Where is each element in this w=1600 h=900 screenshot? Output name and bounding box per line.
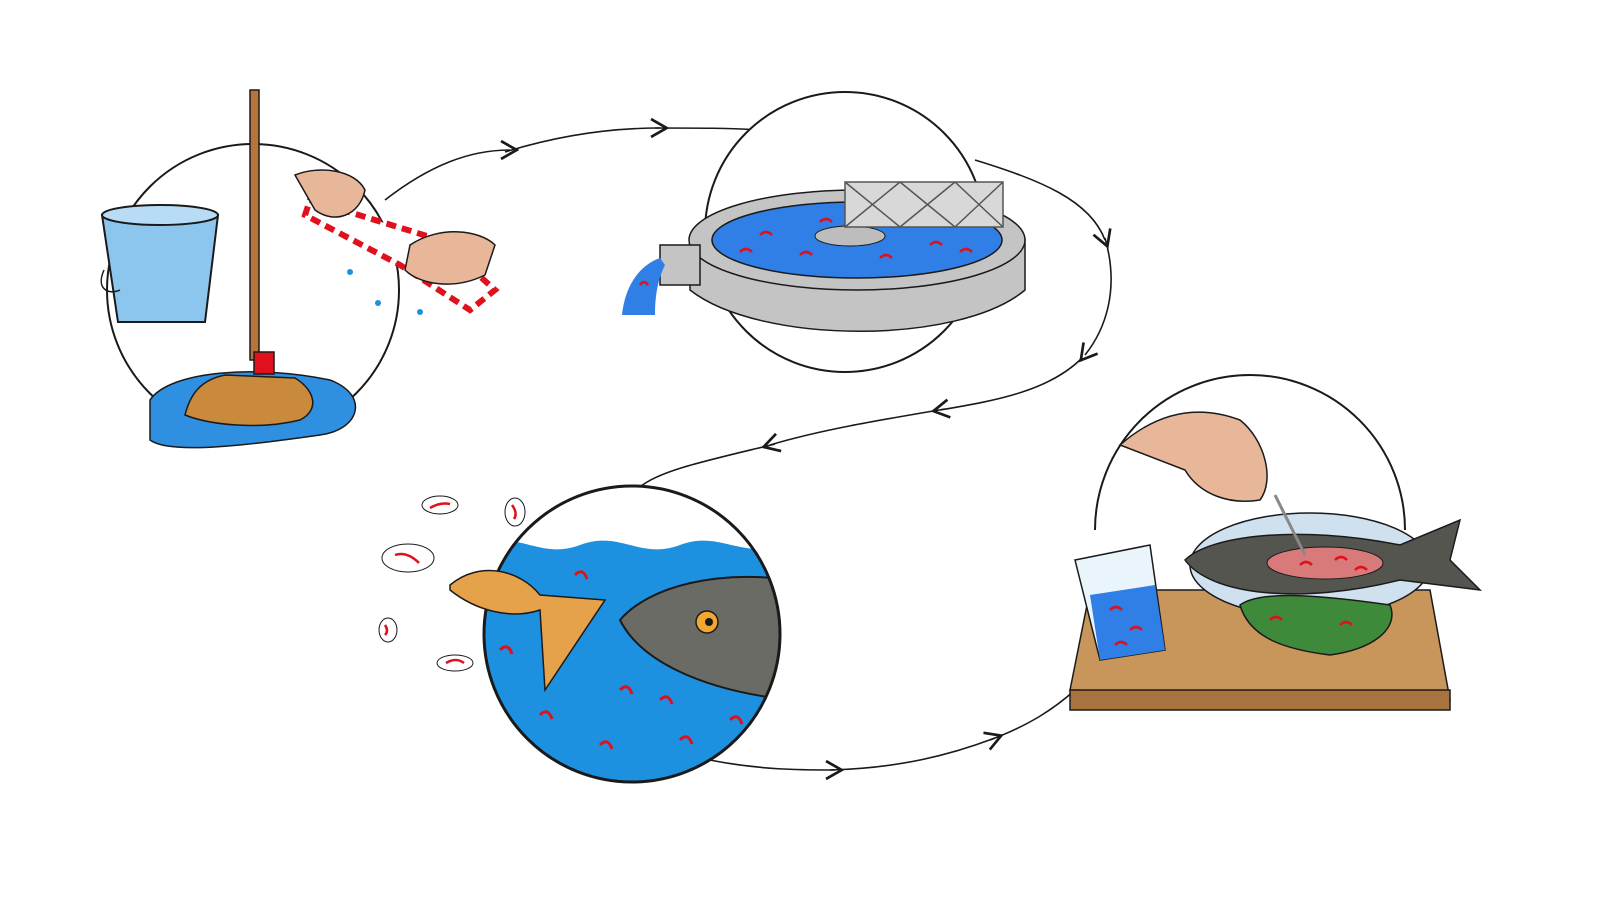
mop-bucket-scene [100, 89, 500, 449]
mop-handle [249, 89, 260, 361]
dinner-plate-scene [1069, 374, 1483, 711]
small-fish [449, 569, 607, 693]
lettuce [1239, 594, 1393, 656]
wastewater-treatment-scene [622, 91, 1026, 373]
big-fish [618, 575, 780, 702]
cycle-arrows [384, 117, 1112, 781]
fish-eating-scene [378, 484, 782, 784]
microplastics [638, 217, 973, 286]
hand-icon [293, 169, 366, 218]
fork-icon [1273, 494, 1307, 556]
hand-icon [1118, 411, 1268, 502]
arrow-treatment-to-fish [974, 159, 1112, 249]
bridge-structure [844, 181, 1004, 228]
mop-head [184, 374, 314, 427]
bucket-icon [100, 214, 220, 323]
arrow-mop-to-treatment [384, 139, 520, 201]
arrow-fish-to-plate [709, 759, 845, 781]
